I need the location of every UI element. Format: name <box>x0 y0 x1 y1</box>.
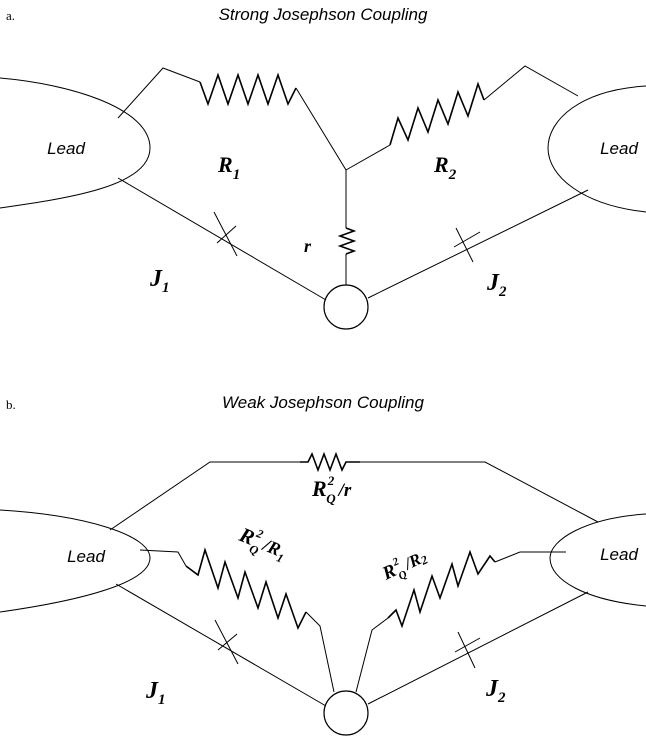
wire-top-right <box>360 461 599 523</box>
junction-j2-b <box>457 631 476 669</box>
panel-a-title: Strong Josephson Coupling <box>219 5 428 24</box>
label-left-res: R2Q/R1 <box>233 520 291 567</box>
label-r1: R1 <box>217 152 240 183</box>
resistor-r <box>337 227 357 255</box>
wire-left-res-in <box>139 549 187 567</box>
lead-right-b <box>549 513 646 607</box>
lead-left-a-label: Lead <box>47 139 85 158</box>
panel-a-letter: a. <box>6 8 15 23</box>
lead-right-a <box>547 85 646 213</box>
island-b <box>323 690 369 736</box>
island-a <box>323 284 369 330</box>
label-j1-a: J1 <box>149 266 170 296</box>
junction-j1-a <box>213 211 238 257</box>
wire-r2-right <box>483 65 579 101</box>
wire-left-res-out <box>305 611 335 693</box>
lead-left-b-label: Lead <box>67 547 105 566</box>
panel-a: a. Strong Josephson Coupling Lead Lead R… <box>0 5 646 330</box>
junction-j2-a <box>455 227 474 263</box>
wire-r1-node <box>295 87 347 171</box>
lead-right-a-label: Lead <box>600 139 638 158</box>
label-j1-b: J1 <box>145 678 166 708</box>
junction-j1-b <box>214 619 239 665</box>
wire-j2-b <box>367 591 589 705</box>
label-right-res: R2Q/R2 <box>377 544 431 588</box>
wire-node-r2 <box>345 144 391 171</box>
resistor-r2 <box>389 81 485 146</box>
resistor-right <box>387 549 496 629</box>
lead-right-b-label: Lead <box>600 545 638 564</box>
lead-left-b <box>0 509 151 613</box>
label-r: r <box>304 236 312 256</box>
wire-top-left <box>109 461 300 531</box>
wire-r1-left <box>117 67 201 119</box>
label-r2: R2 <box>433 152 457 183</box>
label-j2-a: J2 <box>486 270 507 300</box>
panel-b-title: Weak Josephson Coupling <box>222 393 424 412</box>
wire-right-res-in <box>355 617 389 693</box>
resistor-left <box>185 547 307 631</box>
label-j2-b: J2 <box>485 676 506 706</box>
lead-left-a <box>0 77 151 209</box>
wire-j1-b <box>115 583 327 707</box>
wire-right-res-out <box>494 551 566 563</box>
panel-b-letter: b. <box>6 397 16 412</box>
resistor-r1 <box>199 72 297 107</box>
resistor-top <box>300 451 360 473</box>
wire-j2-a <box>367 189 589 299</box>
